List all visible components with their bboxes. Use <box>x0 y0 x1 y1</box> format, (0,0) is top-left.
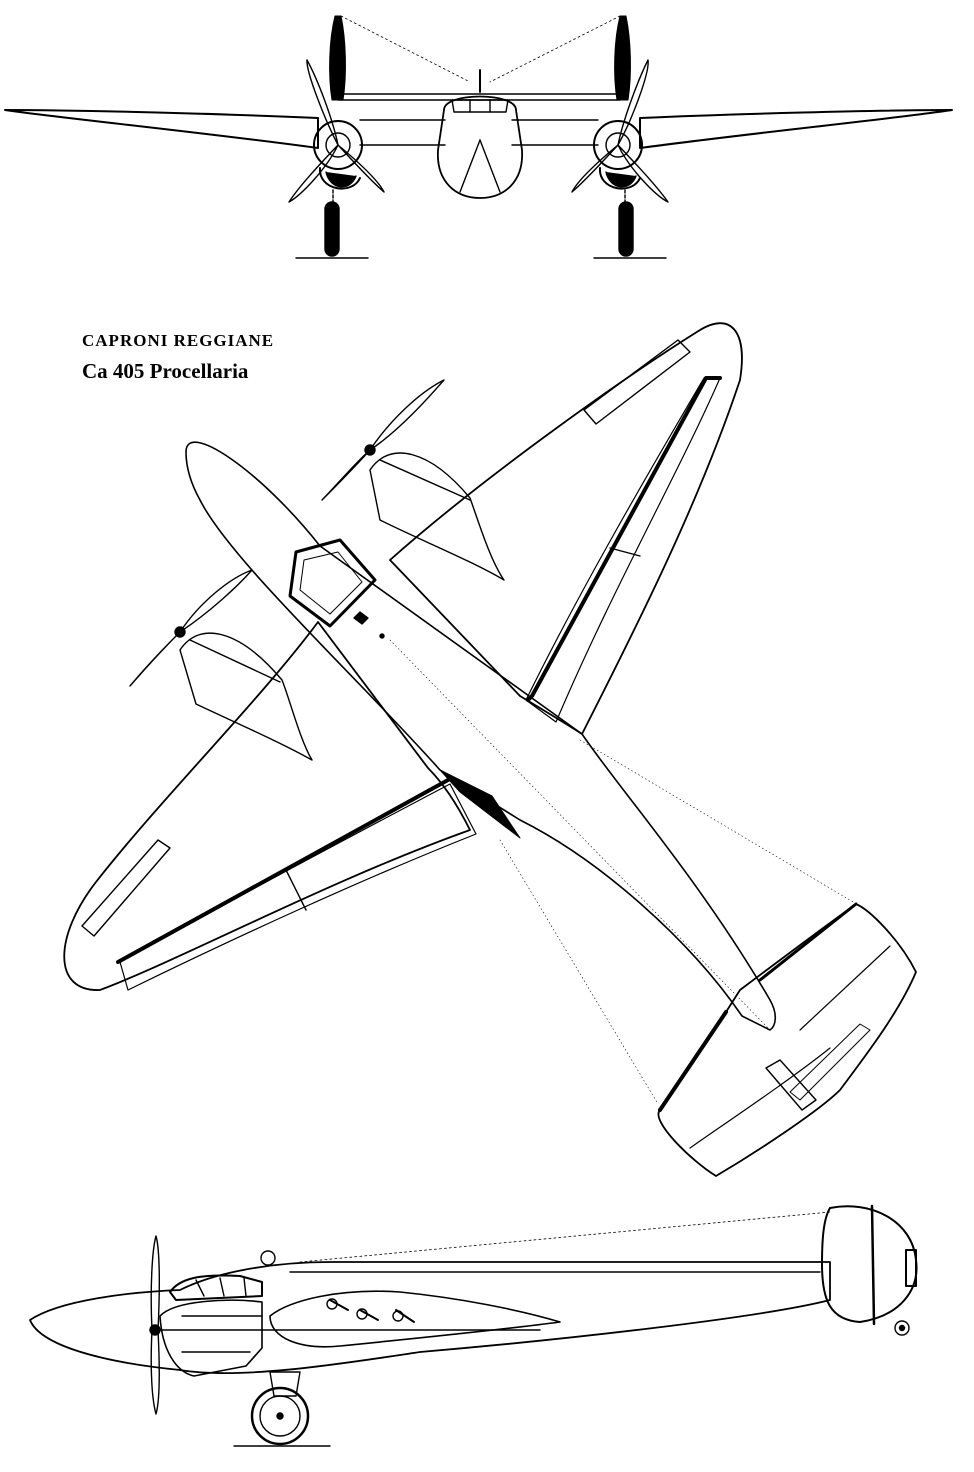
plan-view-cockpit <box>290 540 375 626</box>
plan-view-upper-wing <box>390 323 742 734</box>
plan-view-lower-propeller <box>130 570 252 686</box>
front-view-right-engine <box>594 121 642 169</box>
front-view-left-wing <box>5 110 318 148</box>
manufacturer-name: CAPRONI REGGIANE <box>82 331 275 350</box>
side-view-wing <box>270 1291 560 1347</box>
front-view <box>5 16 952 258</box>
plan-view-upper-propeller <box>322 380 444 500</box>
plan-view <box>64 323 916 1176</box>
front-view-left-engine <box>314 121 362 169</box>
side-view <box>30 1206 917 1446</box>
side-view-propeller <box>150 1236 160 1414</box>
side-view-main-wheel <box>252 1388 308 1444</box>
front-view-left-wheel <box>325 202 339 256</box>
front-view-right-propeller <box>572 60 668 202</box>
front-view-right-wing <box>640 110 952 148</box>
side-view-fuselage <box>30 1262 830 1373</box>
front-view-left-fin <box>330 16 346 100</box>
aircraft-model-name: Ca 405 Procellaria <box>82 359 249 383</box>
front-view-fuselage <box>438 97 522 199</box>
front-view-left-propeller <box>289 60 384 202</box>
side-view-fin <box>822 1206 917 1322</box>
plan-view-lower-nacelle <box>180 633 312 760</box>
plan-view-upper-nacelle <box>370 453 504 580</box>
front-view-right-fin <box>615 16 631 100</box>
side-view-canopy <box>170 1276 262 1300</box>
drawing-caption: CAPRONI REGGIANE Ca 405 Procellaria <box>82 330 274 384</box>
plan-view-lower-wing <box>64 622 470 990</box>
plan-view-tailplane <box>658 904 916 1176</box>
front-view-right-wheel <box>619 202 633 256</box>
side-view-engine <box>160 1300 262 1376</box>
